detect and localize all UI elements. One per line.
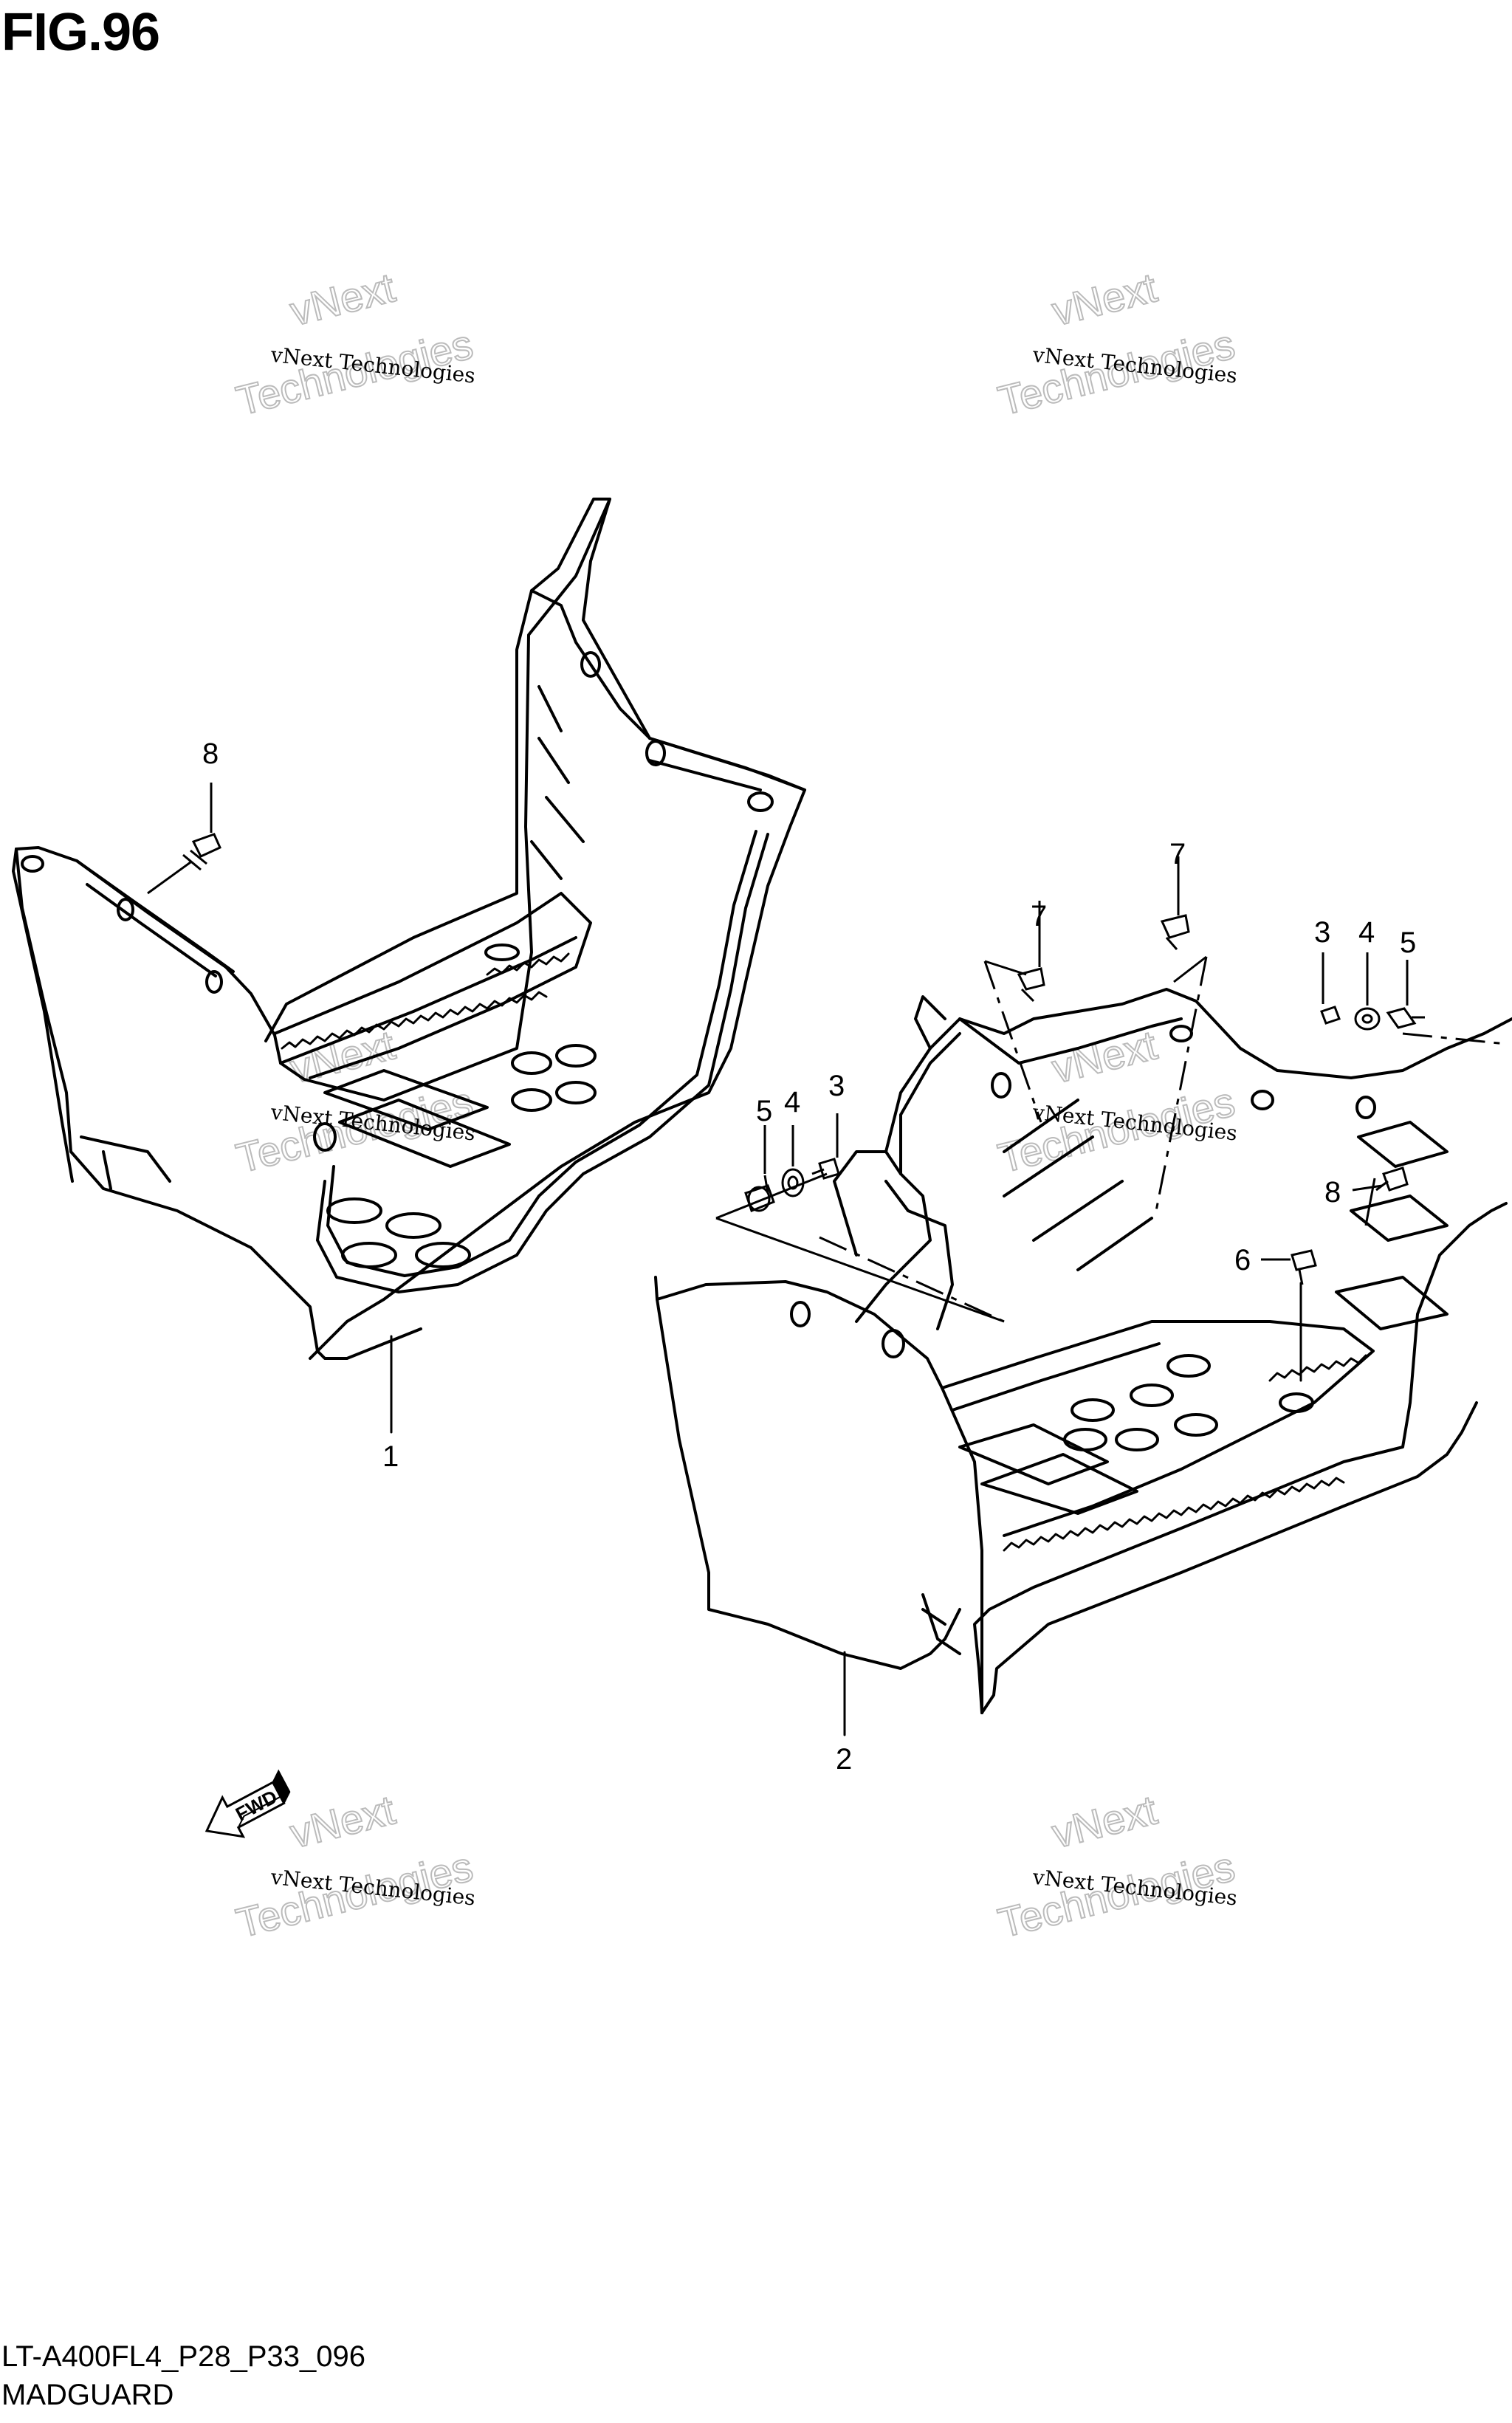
watermark-big-1: vNext — [1048, 1021, 1162, 1092]
watermark: vNext Technologies vNext Technologies — [231, 1020, 478, 1182]
watermark: vNext Technologies vNext Technologies — [993, 263, 1240, 425]
figure-name: MADGUARD — [1, 2379, 174, 2411]
forward-arrow-icon: FWD — [205, 1769, 291, 1838]
callout-8-left: 8 — [202, 738, 219, 770]
callout-5-right: 5 — [1400, 927, 1416, 959]
callout-2: 2 — [836, 1743, 852, 1776]
callout-5-center: 5 — [756, 1095, 772, 1127]
screw-fastener-6 — [1261, 1249, 1317, 1285]
callout-4-center: 4 — [784, 1086, 800, 1118]
callout-7-left: 7 — [1031, 900, 1047, 932]
callout-3-center: 3 — [828, 1070, 845, 1102]
callout-3-right: 3 — [1314, 916, 1330, 949]
watermark-big-1: vNext — [1048, 1786, 1162, 1857]
watermark: vNext Technologies vNext Technologies — [993, 1785, 1240, 1947]
madguard-left-part — [12, 498, 806, 1434]
callout-8-right: 8 — [1324, 1176, 1341, 1209]
assembly-guide-lines — [715, 955, 1507, 1323]
callout-labels: 1 2 3 4 5 3 4 5 6 7 7 8 8 — [202, 738, 1416, 1776]
figure-code: LT-A400FL4_P28_P33_096 — [1, 2340, 365, 2373]
madguard-right-part — [654, 988, 1512, 1736]
watermark-big-1: vNext — [286, 1021, 400, 1092]
callout-4-right: 4 — [1358, 916, 1375, 949]
screw-fastener-8-right — [1352, 1166, 1409, 1192]
figure-title: FIG.96 — [1, 3, 160, 62]
watermark-big-1: vNext — [286, 264, 400, 334]
watermark: vNext Technologies vNext Technologies — [993, 1020, 1240, 1182]
fastener-set-right — [1320, 952, 1425, 1031]
watermark-big-1: vNext — [286, 1786, 400, 1857]
screw-fastener-8-left — [147, 783, 221, 895]
watermark-big-1: vNext — [1048, 264, 1162, 334]
watermark: vNext Technologies vNext Technologies — [231, 263, 478, 425]
callout-7-right: 7 — [1169, 838, 1186, 870]
callout-6: 6 — [1234, 1244, 1251, 1276]
push-rivet-7 — [1017, 856, 1190, 1003]
figure-caption: LT-A400FL4_P28_P33_096 MADGUARD — [1, 2337, 365, 2414]
fastener-set-center — [744, 1113, 840, 1212]
callout-1: 1 — [382, 1440, 399, 1473]
